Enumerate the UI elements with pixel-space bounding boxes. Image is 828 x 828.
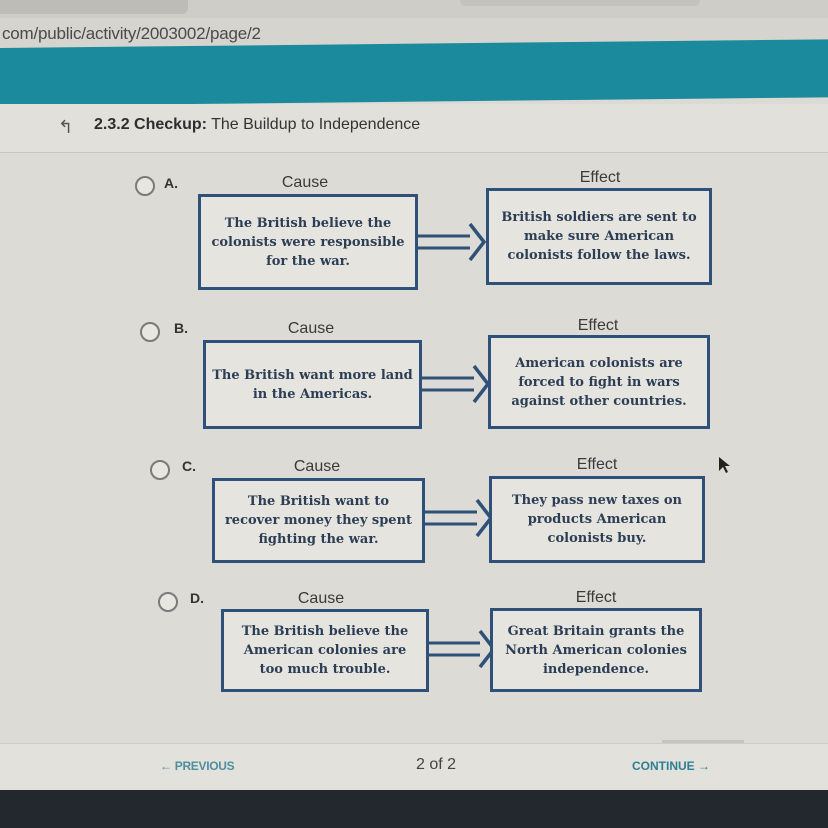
arrow-icon [418, 222, 487, 262]
activity-header [0, 104, 828, 153]
browser-tab[interactable] [0, 0, 188, 14]
cause-box: The British believe the American colonie… [221, 609, 429, 692]
effect-box: American colonists are forced to fight i… [488, 335, 710, 429]
arrow-icon [422, 364, 491, 404]
section-type: Checkup: [134, 116, 207, 133]
url-text[interactable]: com/public/activity/2003002/page/2 [2, 24, 261, 43]
effect-label: Effect [575, 589, 617, 606]
effect-label: Effect [576, 456, 618, 473]
page-indicator: 2 of 2 [416, 756, 457, 773]
option-letter: A. [164, 175, 178, 191]
arrow-icon [425, 498, 494, 538]
radio-button-a[interactable] [135, 176, 155, 196]
radio-button-c[interactable] [150, 460, 170, 480]
cause-box: The British believe the colonists were r… [198, 194, 418, 290]
option-letter: C. [182, 458, 196, 474]
option-letter: B. [174, 320, 188, 336]
cause-label: Cause [297, 590, 345, 607]
option-letter: D. [190, 590, 204, 606]
site-banner [0, 39, 828, 106]
cause-box: The British want more land in the Americ… [203, 340, 422, 429]
radio-button-b[interactable] [140, 322, 160, 342]
cause-box: The British want to recover money they s… [212, 478, 425, 563]
effect-label: Effect [577, 317, 619, 334]
section-number: 2.3.2 [94, 116, 130, 133]
cause-label: Cause [287, 320, 335, 337]
effect-box: They pass new taxes on products American… [489, 476, 705, 563]
arrow-icon [428, 629, 497, 669]
monitor-bezel [0, 790, 828, 828]
navigation-footer [0, 743, 828, 791]
mouse-cursor-icon [719, 457, 730, 473]
continue-button[interactable]: CONTINUE → [632, 759, 710, 773]
effect-box: British soldiers are sent to make sure A… [486, 188, 712, 285]
browser-tab-secondary[interactable] [460, 0, 700, 6]
effect-label: Effect [579, 169, 621, 186]
previous-button[interactable]: ← PREVIOUS [160, 759, 235, 773]
effect-box: Great Britain grants the North American … [490, 608, 702, 692]
cause-label: Cause [293, 458, 341, 475]
section-title: The Buildup to Independence [211, 116, 421, 133]
scrollbar[interactable] [662, 740, 744, 744]
radio-button-d[interactable] [158, 592, 178, 612]
activity-title: 2.3.2 Checkup: The Buildup to Independen… [94, 116, 420, 134]
cause-label: Cause [281, 174, 329, 191]
up-arrow-icon[interactable]: ↰ [58, 117, 74, 137]
